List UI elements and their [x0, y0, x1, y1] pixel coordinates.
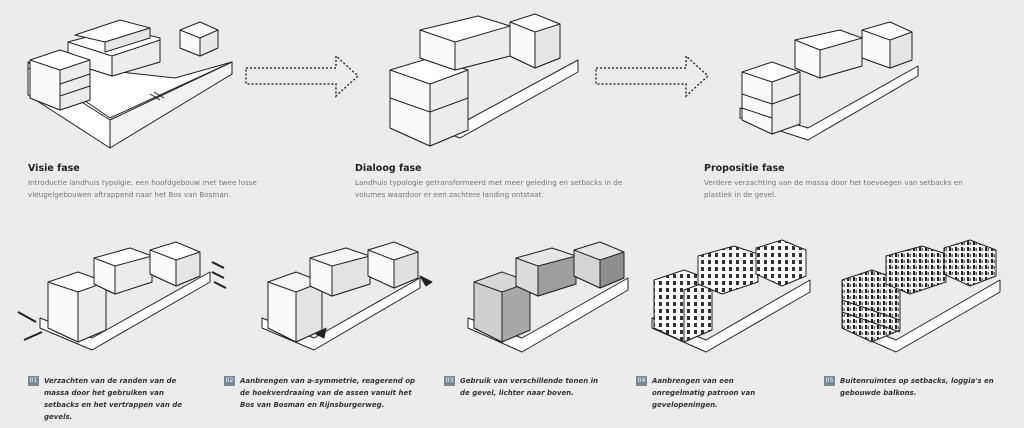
step-number-badge: 05	[824, 376, 835, 386]
step-number-badge: 03	[444, 376, 455, 386]
dialoog-model	[389, 13, 579, 147]
phase-visie: Visie fase Introductie landhuis typolgie…	[28, 163, 298, 201]
phase-description: Verdere verzachting van de massa door he…	[704, 178, 963, 199]
step-description: Gebruik van verschillende tonen in de ge…	[460, 377, 599, 397]
phase-title: Propositie fase	[704, 163, 785, 174]
propositie-model	[739, 21, 919, 141]
step-05-model	[841, 239, 1001, 353]
phase-propositie: Propositie fase Verdere verzachting van …	[704, 163, 974, 201]
step-description: Aanbrengen van a-symmetrie, reagerend op…	[240, 377, 416, 409]
step-description: Aanbrengen van een onregelmatig patroon …	[652, 377, 756, 409]
step-number-badge: 01	[28, 376, 39, 386]
step-03-model	[467, 241, 629, 353]
step-01: 01 Verzachten van de randen van de massa…	[28, 375, 198, 423]
step-04: 04 Aanbrengen van een onregelmatig patro…	[636, 375, 786, 411]
visie-model	[27, 19, 233, 149]
phase-title: Dialoog fase	[355, 163, 422, 174]
step-01-model	[17, 241, 227, 351]
arrow-right-icon	[245, 54, 360, 98]
step-number-badge: 02	[224, 376, 235, 386]
arrow-right-icon	[595, 54, 710, 98]
step-05: 05 Buitenruimtes op setbacks, loggia's e…	[824, 375, 994, 399]
step-03: 03 Gebruik van verschillende tonen in de…	[444, 375, 604, 399]
phase-description: Introductie landhuis typolgie, een hoofd…	[28, 178, 257, 199]
step-02: 02 Aanbrengen van a-symmetrie, reagerend…	[224, 375, 419, 411]
phase-title: Visie fase	[28, 163, 80, 174]
step-description: Buitenruimtes op setbacks, loggia's en g…	[840, 377, 994, 397]
step-description: Verzachten van de randen van de massa do…	[44, 377, 183, 421]
phase-dialoog: Dialoog fase Landhuis typologie getransf…	[355, 163, 625, 201]
phase-description: Landhuis typologie getransformeerd met m…	[355, 178, 623, 199]
step-number-badge: 04	[636, 376, 647, 386]
step-04-model	[651, 239, 811, 353]
step-02-model	[261, 241, 433, 351]
